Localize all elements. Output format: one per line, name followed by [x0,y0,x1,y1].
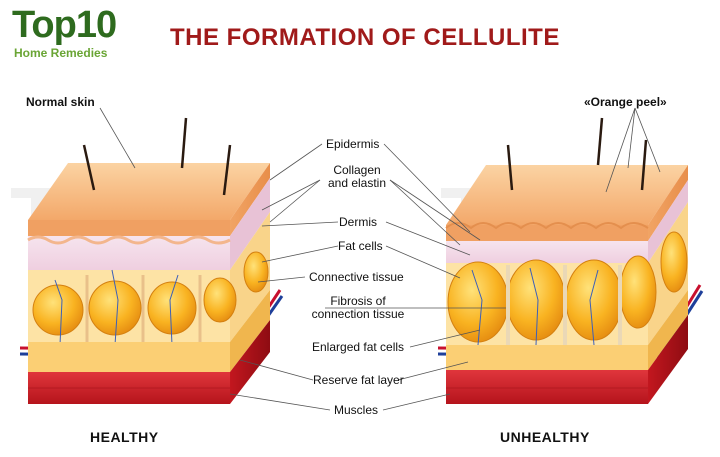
unhealthy-skin-block [437,117,704,404]
healthy-dermis-side [230,178,270,270]
label-collagen: Collagen and elastin [318,164,396,190]
healthy-skin-block [19,117,284,404]
label-muscles: Muscles [334,403,379,417]
label-enlarged-fat-cells: Enlarged fat cells [312,340,405,354]
unhealthy-fat-lobules [447,231,688,343]
label-fibrosis-line2: connection tissue [311,307,405,321]
label-dermis: Dermis [339,215,377,229]
label-collagen-line1: Collagen [333,163,381,177]
label-fat-cells: Fat cells [338,239,383,253]
unhealthy-reserve-fat [446,345,648,370]
unhealthy-hairs [506,117,648,191]
logo-sub-text: Home Remedies [14,46,108,60]
healthy-hairs [82,117,232,196]
healthy-capillaries [54,269,179,346]
page-title: THE FORMATION OF CELLULITE [170,24,560,51]
label-epidermis: Epidermis [326,137,380,151]
healthy-reserve-fat [28,342,230,372]
healthy-fat-lobules [32,251,269,336]
unhealthy-fibrosis [506,265,622,345]
label-reserve-fat-layer: Reserve fat layer [313,373,404,387]
section-unhealthy: UNHEALTHY [500,429,590,445]
unhealthy-muscle [446,370,648,404]
unhealthy-epidermis-top [446,165,688,225]
unhealthy-dermis-front [446,241,648,263]
healthy-epidermis-top [28,163,270,220]
label-collagen-line2: and elastin [327,176,387,190]
healthy-epidermis-front [28,220,230,236]
label-orange-peel: «Orange peel» [584,95,667,109]
healthy-epidermis-side [230,163,270,236]
logo-main-text: Top10 [12,4,117,46]
label-connective-tissue: Connective tissue [309,270,404,284]
label-fibrosis-line1: Fibrosis of [330,294,386,308]
label-normal-skin: Normal skin [26,95,95,109]
leader-lines [99,107,661,411]
logo: Top10 Home Remedies [12,4,152,60]
label-fibrosis: Fibrosis of connection tissue [306,295,410,321]
healthy-connective-tissue [85,275,202,342]
section-healthy: HEALTHY [90,429,159,445]
